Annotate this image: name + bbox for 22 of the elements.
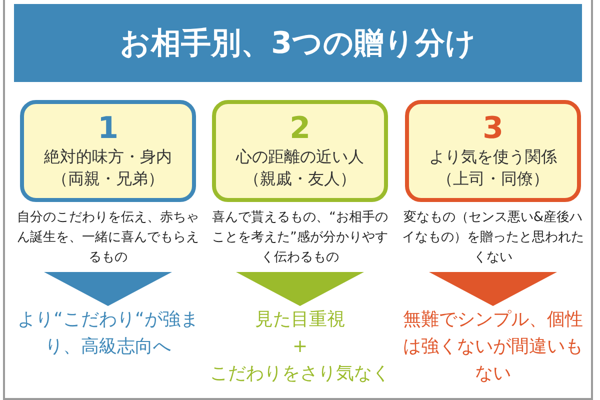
category-heading: より気を使う関係	[429, 146, 557, 168]
arrow	[429, 272, 557, 306]
result-text: より“こだわり“が強まり、高級志向へ	[12, 306, 204, 360]
category-examples: （親戚・友人）	[244, 168, 356, 190]
category-number: 3	[482, 112, 504, 146]
description-text: 喜んで貰えるもの、“お相手のことを考えた”感が分かりやすく伝わるもの	[206, 208, 394, 268]
result-text: 見た目重視 + こだわりをさり気なく	[204, 306, 396, 387]
category-examples: （上司・同僚）	[437, 168, 549, 190]
title: お相手別、3つの贈り分け	[120, 24, 476, 62]
arrow	[236, 272, 364, 306]
description-text: 変なもの（センス悪い&産後ハイなもの）を贈ったと思われたくない	[399, 208, 587, 268]
category-heading: 絶対的味方・身内	[44, 146, 172, 168]
description-text: 自分のこだわりを伝え、赤ちゃん誕生を、一緒に喜んでもらえるもの	[14, 208, 202, 268]
category-heading: 心の距離の近い人	[236, 146, 364, 168]
category-examples: （両親・兄弟）	[52, 168, 164, 190]
result-text: 無難でシンプル、個性は強くないが間違いもない	[397, 306, 589, 387]
category-box	[20, 100, 196, 202]
category-number: 2	[290, 112, 310, 146]
arrow	[44, 272, 172, 306]
category-box	[405, 100, 581, 202]
category-box	[212, 100, 388, 202]
category-number: 1	[98, 112, 118, 146]
